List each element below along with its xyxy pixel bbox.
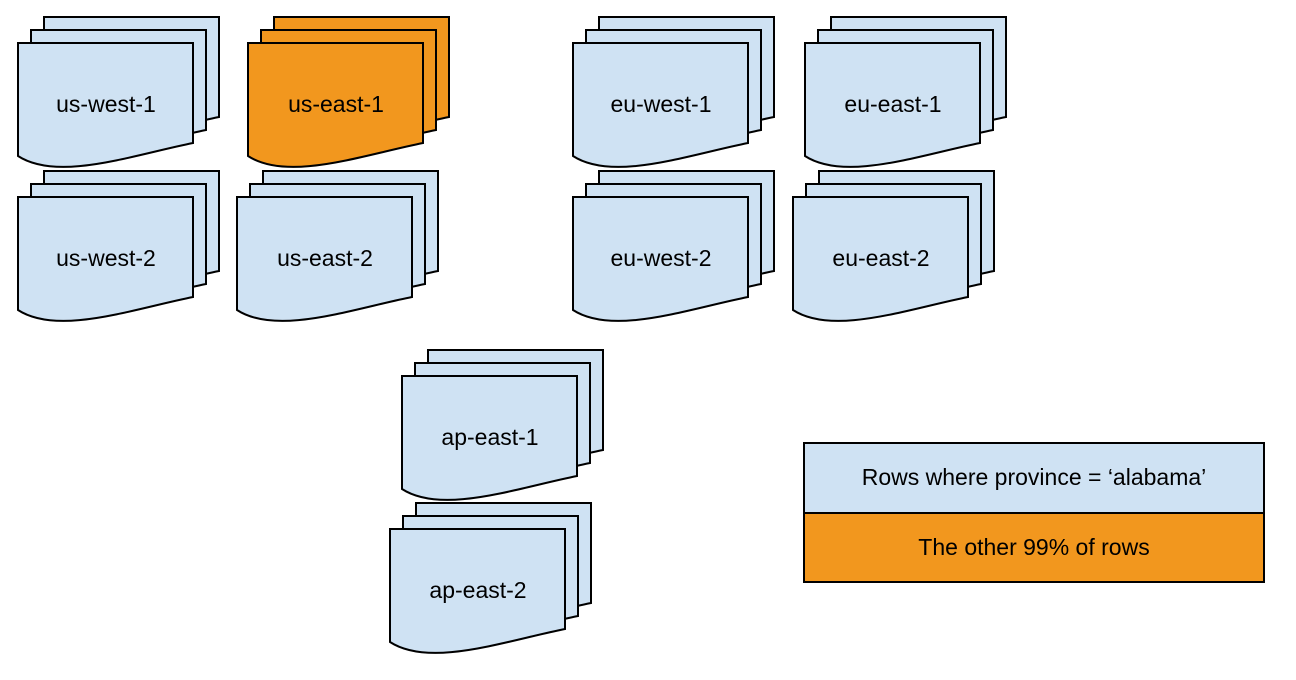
region-label: us-east-1 bbox=[288, 91, 384, 117]
region-stack-ap-east-1: ap-east-1 bbox=[401, 349, 604, 501]
region-stack-eu-west-1: eu-west-1 bbox=[572, 16, 775, 168]
region-label: ap-east-2 bbox=[429, 577, 526, 603]
region-stack-us-west-1: us-west-1 bbox=[17, 16, 220, 168]
region-label: us-west-1 bbox=[56, 91, 156, 117]
region-label: eu-east-2 bbox=[832, 245, 929, 271]
region-label: ap-east-1 bbox=[441, 424, 538, 450]
legend: Rows where province = ‘alabama’ The othe… bbox=[803, 442, 1265, 583]
region-stack-eu-east-1: eu-east-1 bbox=[804, 16, 1007, 168]
region-label: eu-east-1 bbox=[844, 91, 941, 117]
legend-item-label: Rows where province = ‘alabama’ bbox=[861, 464, 1207, 491]
region-stack-eu-east-2: eu-east-2 bbox=[792, 170, 995, 322]
region-label: us-east-2 bbox=[277, 245, 373, 271]
region-label: us-west-2 bbox=[56, 245, 156, 271]
region-stack-us-east-2: us-east-2 bbox=[236, 170, 439, 322]
region-stack-us-west-2: us-west-2 bbox=[17, 170, 220, 322]
region-label: eu-west-1 bbox=[611, 91, 712, 117]
region-stack-us-east-1: us-east-1 bbox=[247, 16, 450, 168]
legend-item-other-rows: The other 99% of rows bbox=[805, 511, 1263, 581]
legend-item-alabama-rows: Rows where province = ‘alabama’ bbox=[805, 444, 1263, 512]
region-stack-eu-west-2: eu-west-2 bbox=[572, 170, 775, 322]
region-label: eu-west-2 bbox=[611, 245, 712, 271]
legend-item-label: The other 99% of rows bbox=[918, 533, 1150, 560]
region-stack-ap-east-2: ap-east-2 bbox=[389, 502, 592, 654]
